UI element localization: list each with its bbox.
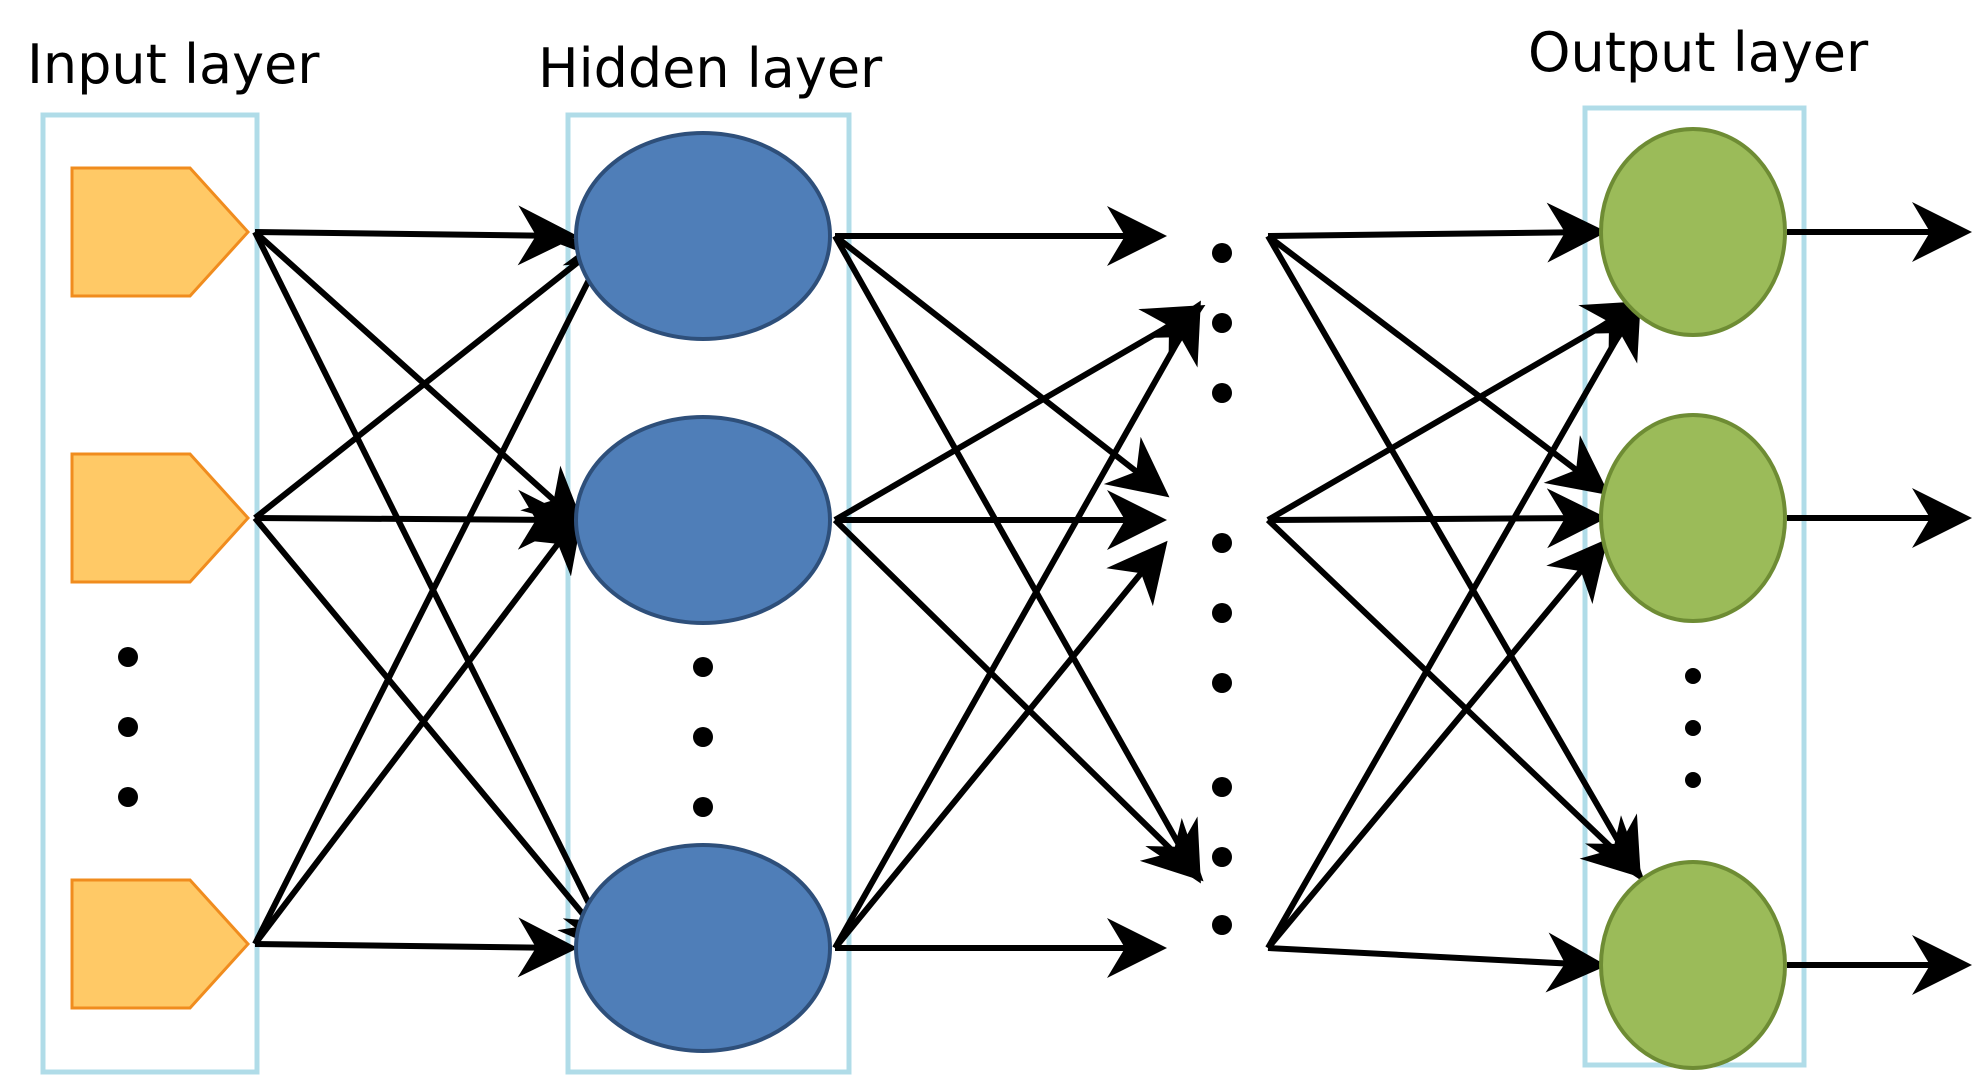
input-node-2 xyxy=(70,878,251,1010)
middle-ellipsis-dot-6 xyxy=(1212,777,1232,797)
output-node-0 xyxy=(1599,127,1787,337)
hidden-ellipsis-dot-1 xyxy=(693,727,713,747)
arrow-mid-1-to-output-0 xyxy=(1266,300,1646,523)
output-node-2 xyxy=(1599,860,1787,1070)
output-ellipsis-dot-1 xyxy=(1685,720,1701,736)
arrow-input-2-to-hidden-0 xyxy=(252,225,617,946)
arrow-hidden-0-to-mid-2 xyxy=(832,234,1201,884)
input-node-0 xyxy=(70,166,251,298)
middle-ellipsis-dot-8 xyxy=(1212,915,1232,935)
input-node-1 xyxy=(70,452,251,584)
output-layer-title: Output layer xyxy=(1528,21,1869,84)
input-ellipsis-dot-0 xyxy=(118,647,138,667)
middle-ellipsis-dot-7 xyxy=(1212,847,1232,867)
output-node-1 xyxy=(1599,413,1787,623)
arrow-hidden-1-to-mid-0 xyxy=(833,304,1206,523)
arrow-hidden-0-to-mid-1 xyxy=(833,233,1170,498)
input-ellipsis-dot-2 xyxy=(118,787,138,807)
input-layer-box xyxy=(40,112,260,1075)
middle-ellipsis-dot-2 xyxy=(1212,383,1232,403)
arrow-input-2-to-hidden-1 xyxy=(252,510,584,946)
arrow-mid-2-to-output-2 xyxy=(1267,932,1607,993)
nodes xyxy=(70,127,1787,1070)
arrow-mid-0-to-output-0 xyxy=(1267,202,1607,263)
middle-ellipsis-dot-4 xyxy=(1212,603,1232,623)
hidden-node-2 xyxy=(574,843,832,1053)
middle-ellipsis-dot-1 xyxy=(1212,313,1232,333)
arrow-mid-2-to-output-1 xyxy=(1265,538,1608,950)
hidden-ellipsis-dot-0 xyxy=(693,657,713,677)
arrow-hidden-2-to-mid-0 xyxy=(832,300,1201,950)
arrow-input-1-to-hidden-0 xyxy=(253,228,621,521)
connection-arrows xyxy=(252,202,1972,995)
arrow-mid-0-to-output-1 xyxy=(1266,233,1610,496)
output-ellipsis-dot-2 xyxy=(1685,772,1701,788)
input-layer-title: Input layer xyxy=(27,33,320,96)
arrow-input-1-to-hidden-1 xyxy=(254,489,578,550)
output-ellipsis-dot-0 xyxy=(1685,668,1701,684)
hidden-ellipsis-dot-2 xyxy=(693,797,713,817)
arrow-input-2-to-hidden-2 xyxy=(254,917,578,978)
arrow-hidden-1-to-mid-2 xyxy=(832,517,1204,882)
input-ellipsis-dot-1 xyxy=(118,717,138,737)
arrow-mid-1-to-output-2 xyxy=(1265,517,1644,879)
arrow-input-0-to-hidden-0 xyxy=(254,205,578,266)
hidden-node-1 xyxy=(574,415,832,625)
arrow-mid-1-to-output-1 xyxy=(1267,488,1607,549)
hidden-layer-box xyxy=(565,112,852,1075)
arrow-mid-0-to-output-2 xyxy=(1265,234,1642,881)
arrow-input-1-to-hidden-2 xyxy=(252,516,619,958)
middle-ellipsis-dot-0 xyxy=(1212,243,1232,263)
ellipsis-dots xyxy=(118,243,1701,935)
arrow-mid-2-to-output-0 xyxy=(1265,296,1641,950)
arrow-hidden-2-to-mid-1 xyxy=(832,540,1168,950)
middle-ellipsis-dot-3 xyxy=(1212,533,1232,553)
arrow-input-0-to-hidden-1 xyxy=(252,229,585,529)
middle-ellipsis-dot-5 xyxy=(1212,673,1232,693)
hidden-layer-title: Hidden layer xyxy=(538,37,883,100)
hidden-node-0 xyxy=(574,131,832,341)
